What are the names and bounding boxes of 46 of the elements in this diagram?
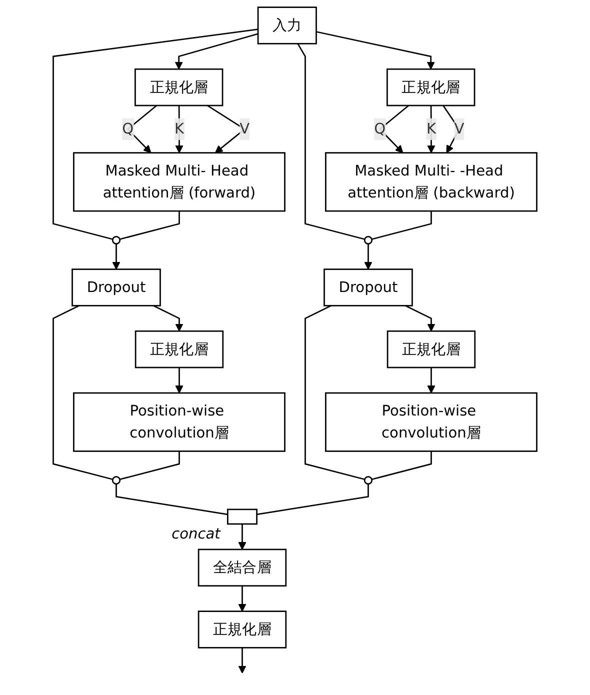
node-box: Dropout bbox=[72, 268, 161, 306]
node-circle bbox=[364, 476, 373, 485]
node-box: 正規化層 bbox=[134, 68, 224, 106]
arrow bbox=[238, 648, 246, 674]
node-box: 正規化層 bbox=[134, 330, 224, 368]
arrow bbox=[316, 31, 435, 70]
arrow bbox=[238, 524, 246, 550]
connector bbox=[372, 451, 432, 480]
arrow bbox=[112, 244, 120, 270]
node-circle bbox=[112, 476, 121, 485]
edge-label: Q bbox=[374, 120, 386, 138]
arrow bbox=[175, 368, 184, 394]
node-box: 正規化層 bbox=[198, 610, 287, 648]
node-circle bbox=[364, 236, 373, 244]
node-box: Masked Multi- Head attention層 (forward) bbox=[73, 152, 286, 212]
connector bbox=[120, 451, 180, 480]
edge-label: K bbox=[174, 120, 184, 138]
node-label: concat bbox=[172, 526, 220, 543]
arrow bbox=[174, 33, 258, 70]
node-box: Masked Multi- -Head attention層 (backward) bbox=[325, 152, 538, 212]
node-box: 正規化層 bbox=[386, 330, 476, 368]
connector bbox=[116, 484, 228, 516]
arrow bbox=[427, 368, 436, 394]
arrow bbox=[153, 305, 184, 332]
connector bbox=[256, 484, 369, 516]
connector bbox=[120, 211, 180, 240]
connector bbox=[372, 211, 432, 240]
node-box: 正規化層 bbox=[386, 68, 476, 106]
connector bbox=[304, 305, 365, 480]
edge-label: Q bbox=[122, 120, 134, 138]
node-box: 全結合層 bbox=[198, 548, 287, 587]
node-box: Position-wise convolution層 bbox=[325, 392, 538, 452]
node-box: Dropout bbox=[324, 268, 413, 306]
arrow bbox=[238, 586, 246, 612]
connector bbox=[52, 28, 258, 240]
node-box: 入力 bbox=[257, 6, 317, 44]
edge-label: K bbox=[426, 120, 436, 138]
connector bbox=[52, 305, 113, 480]
edge-label: V bbox=[240, 120, 250, 138]
arrow bbox=[404, 305, 436, 332]
node-box bbox=[227, 508, 258, 525]
node-circle bbox=[112, 236, 121, 244]
connector bbox=[297, 43, 365, 240]
node-box: Position-wise convolution層 bbox=[73, 392, 286, 452]
arrow bbox=[364, 244, 372, 270]
edge-label: V bbox=[454, 120, 464, 138]
